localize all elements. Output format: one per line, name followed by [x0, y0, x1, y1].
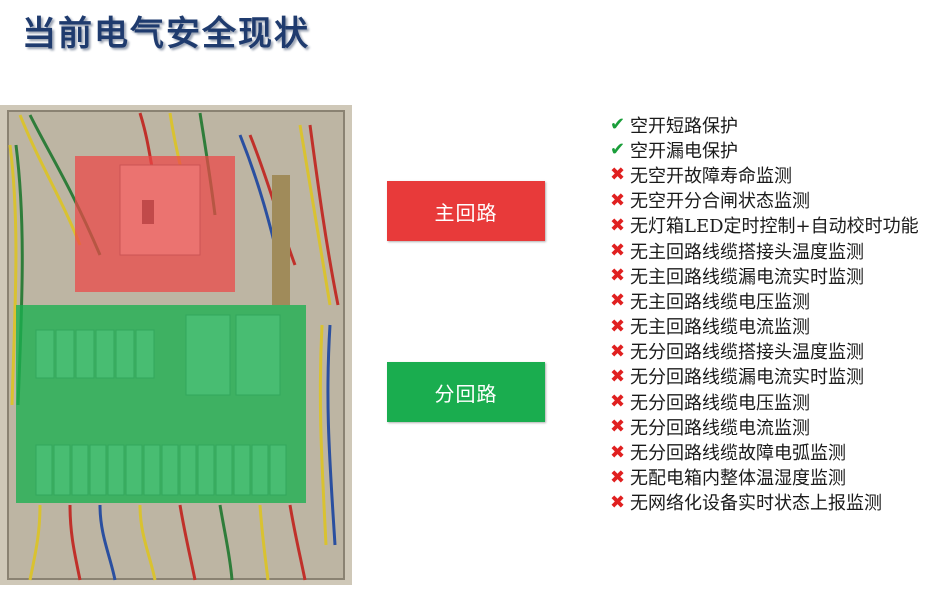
cross-icon: ✖: [610, 340, 626, 362]
cross-icon: ✖: [610, 416, 626, 438]
cross-icon: ✖: [610, 315, 626, 337]
branch-circuit-highlight: [16, 305, 306, 503]
status-item: ✖无主回路线缆电流监测: [610, 314, 919, 339]
status-item-text: 无分回路线缆漏电流实时监测: [630, 367, 864, 389]
status-item: ✔空开漏电保护: [610, 137, 919, 162]
cross-icon: ✖: [610, 214, 626, 236]
cross-icon: ✖: [610, 265, 626, 287]
status-item-text: 无空开故障寿命监测: [630, 165, 792, 187]
status-item: ✖无空开分合闸状态监测: [610, 188, 919, 213]
status-item-text: 无配电箱内整体温湿度监测: [630, 468, 846, 490]
cross-icon: ✖: [610, 365, 626, 387]
cross-icon: ✖: [610, 290, 626, 312]
status-item-text: 无分回路线缆故障电弧监测: [630, 443, 846, 465]
status-item-text: 无主回路线缆电压监测: [630, 291, 810, 313]
status-item-text: 无分回路线缆电压监测: [630, 392, 810, 414]
status-item: ✖无配电箱内整体温湿度监测: [610, 465, 919, 490]
status-item: ✖无主回路线缆漏电流实时监测: [610, 263, 919, 288]
status-item-text: 无主回路线缆搭接头温度监测: [630, 241, 864, 263]
status-item: ✖无主回路线缆搭接头温度监测: [610, 238, 919, 263]
check-icon: ✔: [610, 139, 626, 161]
cross-icon: ✖: [610, 441, 626, 463]
branch-circuit-label: 分回路: [387, 362, 545, 422]
main-circuit-highlight: [75, 156, 235, 292]
cross-icon: ✖: [610, 189, 626, 211]
status-item-text: 无主回路线缆漏电流实时监测: [630, 266, 864, 288]
cross-icon: ✖: [610, 491, 626, 513]
status-item-text: 无空开分合闸状态监测: [630, 191, 810, 213]
status-item-text: 空开漏电保护: [630, 140, 738, 162]
cross-icon: ✖: [610, 164, 626, 186]
status-item: ✖无网络化设备实时状态上报监测: [610, 490, 919, 515]
status-checklist: ✔空开短路保护✔空开漏电保护✖无空开故障寿命监测✖无空开分合闸状态监测✖无灯箱L…: [610, 112, 919, 515]
status-item-text: 空开短路保护: [630, 115, 738, 137]
main-circuit-label: 主回路: [387, 181, 545, 241]
status-item: ✖无分回路线缆故障电弧监测: [610, 439, 919, 465]
status-item-text: 无分回路线缆搭接头温度监测: [630, 342, 864, 364]
status-item-text: 无网络化设备实时状态上报监测: [630, 493, 882, 515]
page-title: 当前电气安全现状: [22, 14, 310, 54]
status-item: ✖无分回路线缆漏电流实时监测: [610, 364, 919, 389]
check-icon: ✔: [610, 114, 626, 136]
status-item: ✖无灯箱LED定时控制+自动校时功能: [610, 213, 919, 238]
status-item-text: 无主回路线缆电流监测: [630, 317, 810, 339]
status-item: ✔空开短路保护: [610, 112, 919, 137]
status-item-text: 无灯箱LED定时控制+自动校时功能: [630, 216, 919, 238]
status-item: ✖无主回路线缆电压监测: [610, 288, 919, 313]
cross-icon: ✖: [610, 466, 626, 488]
status-item-text: 无分回路线缆电流监测: [630, 417, 810, 439]
cross-icon: ✖: [610, 240, 626, 262]
status-item: ✖无分回路线缆搭接头温度监测: [610, 339, 919, 364]
status-item: ✖无空开故障寿命监测: [610, 162, 919, 187]
status-item: ✖无分回路线缆电流监测: [610, 414, 919, 439]
status-item: ✖无分回路线缆电压监测: [610, 389, 919, 414]
cross-icon: ✖: [610, 391, 626, 413]
